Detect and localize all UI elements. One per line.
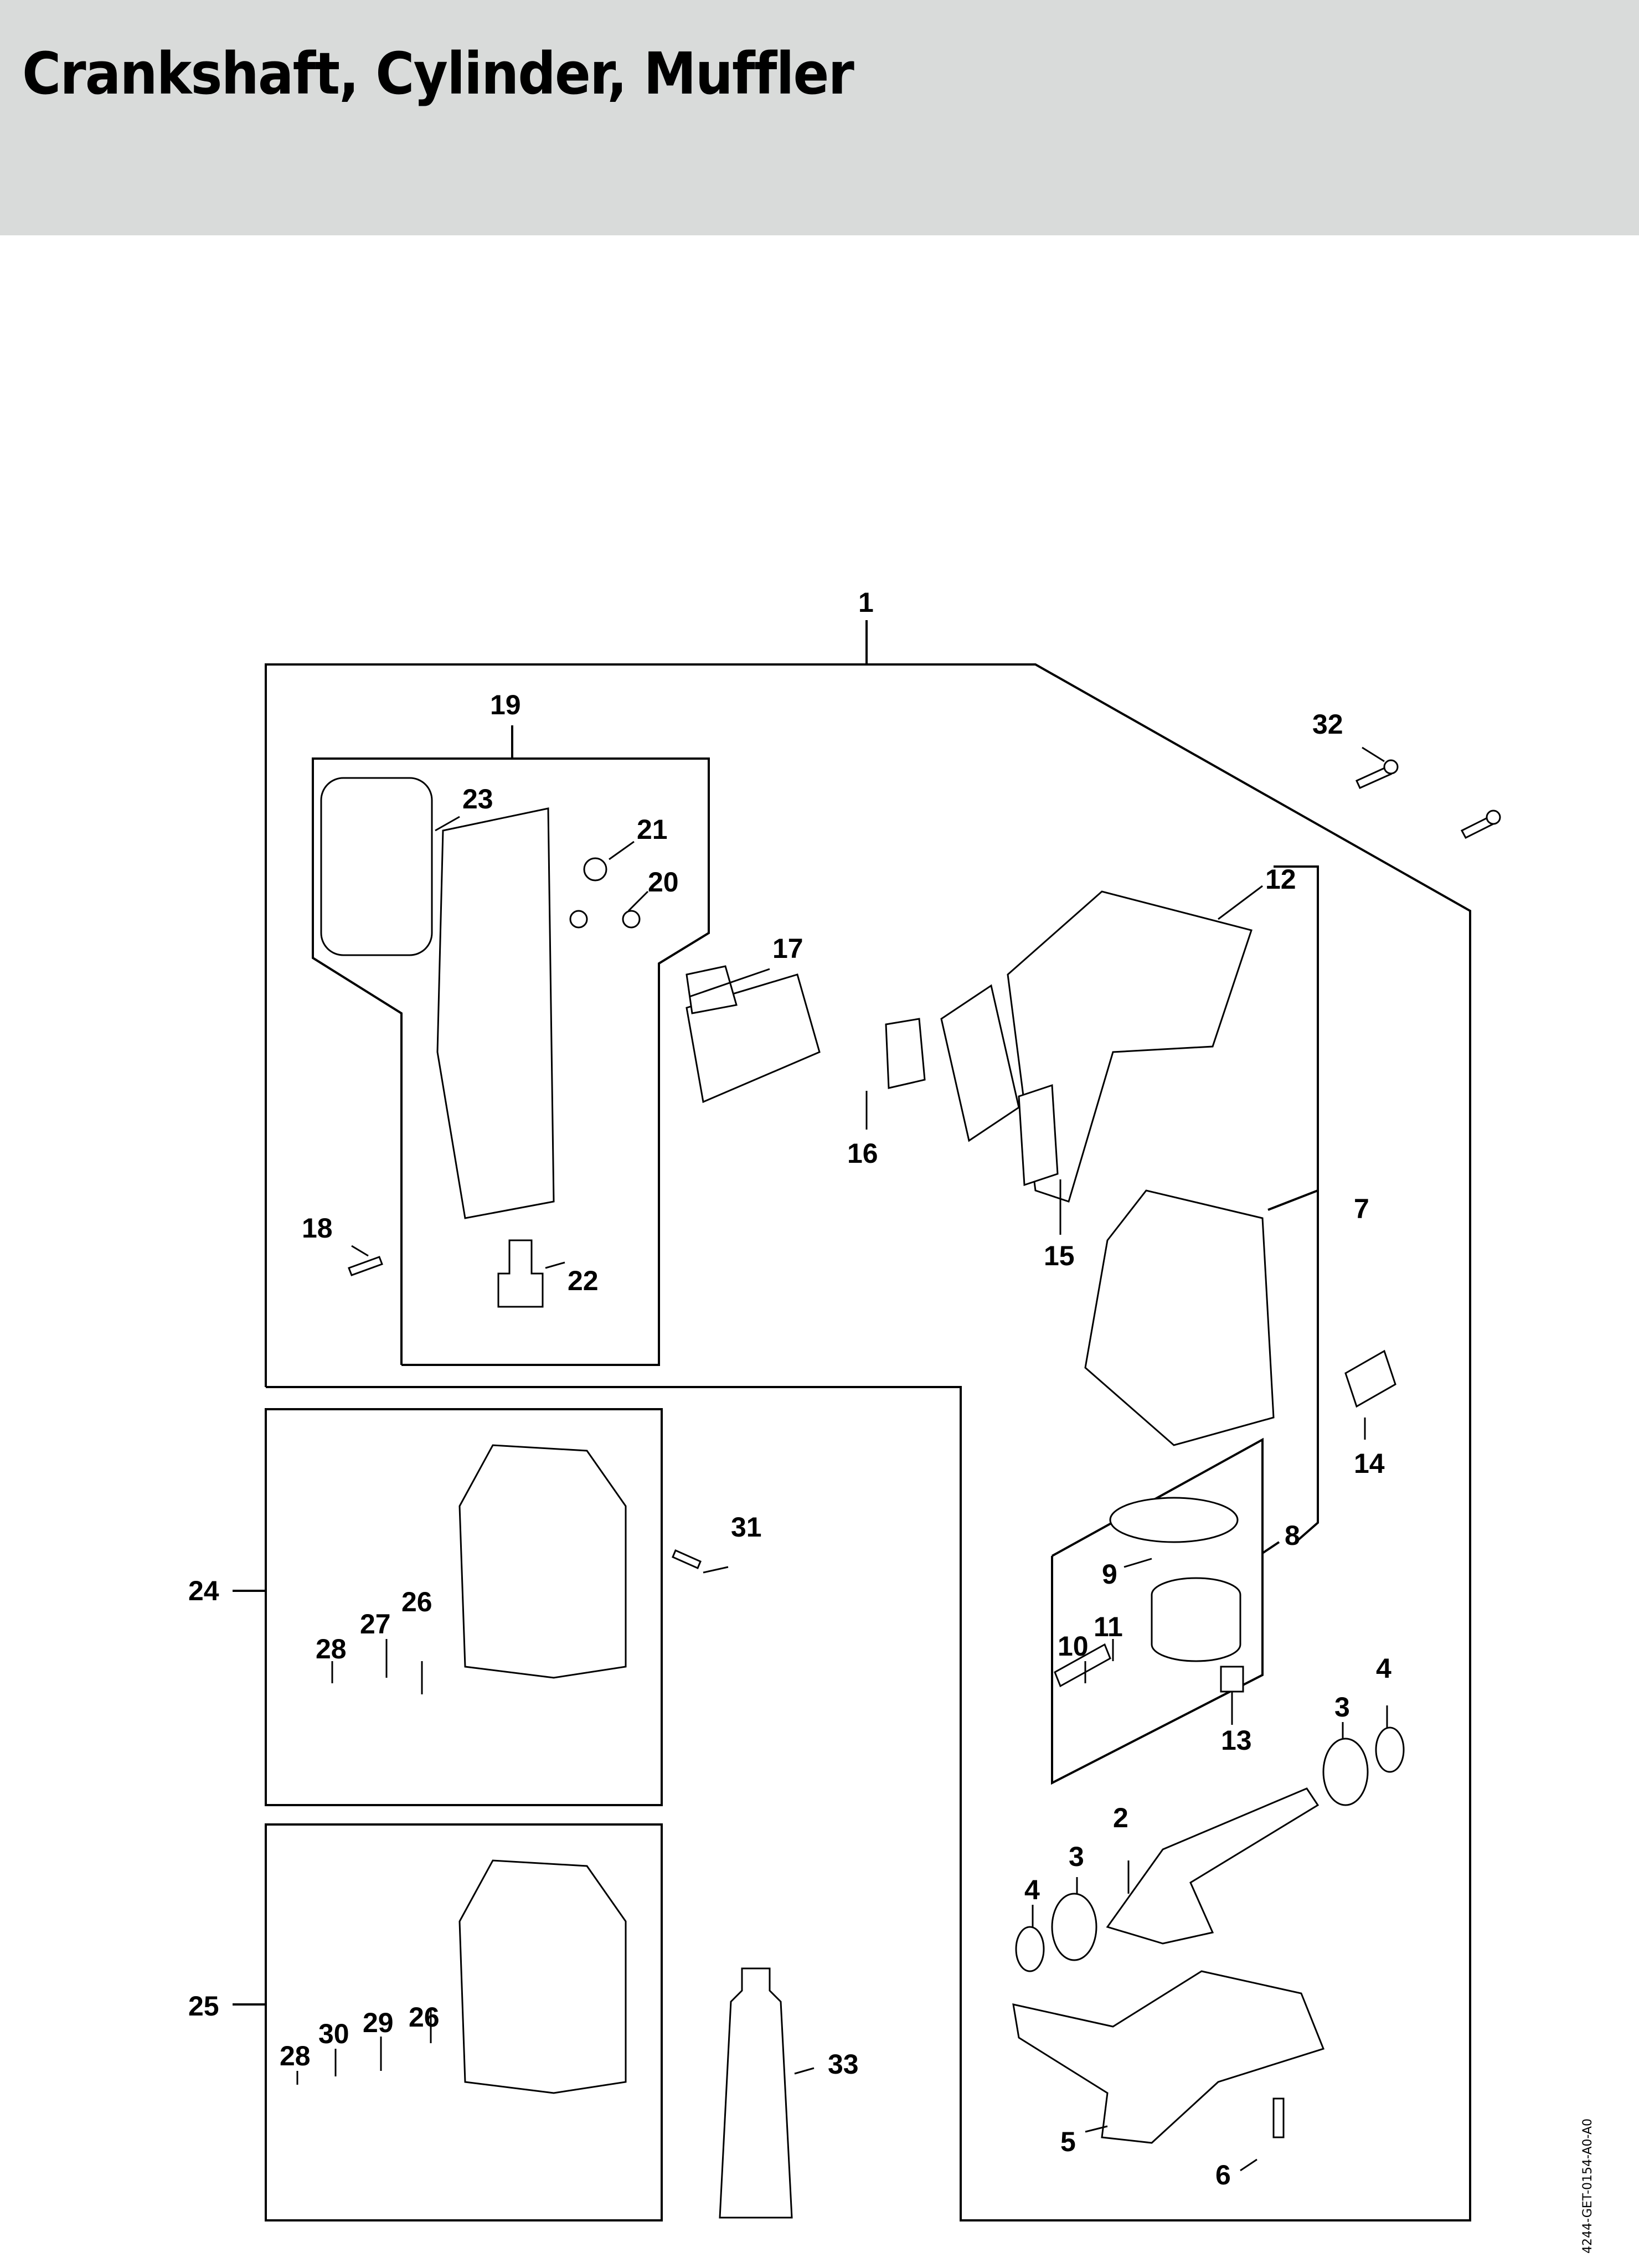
callout-14: 14 [1354,1448,1385,1479]
callout-32: 32 [1312,709,1343,740]
grommet-part [583,857,607,882]
seal-ring-part [320,777,433,956]
callout-25: 25 [188,1991,219,2022]
group-1-frame [265,663,1471,2221]
callout-16: 16 [847,1138,878,1169]
bearing-part [1322,1738,1369,1806]
callout-26: 26 [401,1586,432,1617]
callout-10: 10 [1058,1631,1089,1662]
group-25-frame [265,1823,663,2221]
grease-tube-part [719,1967,793,2219]
callout-26b: 26 [409,2002,440,2033]
gasket-16-part [885,1018,926,1089]
shroud-part [1007,890,1253,1203]
callout-3: 3 [1334,1692,1350,1723]
callout-24: 24 [188,1575,219,1606]
callout-4: 4 [1376,1653,1391,1684]
diagram-code: 4244-GET-0154-A0-A0 [1581,2118,1595,2254]
page-header: Crankshaft, Cylinder, Muffler [0,0,1639,235]
callout-18: 18 [302,1213,333,1244]
callout-5: 5 [1060,2126,1076,2157]
callout-1: 1 [858,587,874,618]
callout-15: 15 [1044,1240,1075,1271]
air-filter-housing-part [436,807,555,1219]
intake-flange-part [940,984,1020,1142]
nut-part-2 [622,910,641,929]
callout-13: 13 [1221,1725,1252,1756]
page-title: Crankshaft, Cylinder, Muffler [22,40,854,107]
crankcase-part [1012,1970,1324,2144]
callout-19: 19 [490,689,521,720]
callout-21: 21 [637,814,668,845]
callout-2: 2 [1113,1802,1128,1833]
nut-part [569,910,588,929]
callout-31: 31 [731,1512,762,1543]
sleeve-part [497,1239,544,1308]
gasket-15-part [1018,1084,1059,1187]
callout-28: 28 [316,1633,347,1664]
callout-6: 6 [1215,2159,1231,2190]
callout-23: 23 [462,784,493,815]
callout-11: 11 [1094,1611,1123,1642]
needle-cage-part [1220,1666,1244,1693]
cylinder-part [1084,1189,1275,1446]
piston-rings-part [1109,1497,1239,1543]
group-7-bracket [1274,865,1319,1543]
callout-28b: 28 [280,2040,311,2071]
callout-22: 22 [568,1265,599,1296]
callout-8: 8 [1285,1520,1300,1551]
callout-3b: 3 [1069,1841,1084,1872]
screw-18-part [348,1256,383,1276]
callout-17: 17 [772,933,803,964]
muffler-25-part [458,1859,627,2094]
oil-seal-part [1375,1726,1405,1773]
group-24-frame [265,1408,663,1806]
gasket-14-part [1344,1349,1396,1408]
callout-29: 29 [363,2007,394,2038]
callout-27: 27 [360,1609,391,1640]
group-8-frame [1051,1437,1264,1785]
callout-9: 9 [1102,1559,1117,1590]
callout-4b: 4 [1024,1874,1040,1905]
piston-part [1151,1577,1241,1662]
callout-7: 7 [1354,1193,1369,1224]
muffler-24-part [458,1444,627,1679]
piston-pin-part [1054,1643,1111,1688]
group-19-frame [312,757,710,1366]
oil-seal-part-2 [1015,1926,1045,1972]
callout-20: 20 [648,867,679,898]
bearing-part-2 [1051,1893,1097,1961]
callout-33: 33 [828,2049,859,2080]
callout-12: 12 [1265,864,1296,895]
screw-31-part [672,1549,702,1569]
crankshaft-part [1106,1787,1320,1945]
screw-6-part [1272,2097,1285,2138]
callout-30: 30 [318,2018,349,2049]
